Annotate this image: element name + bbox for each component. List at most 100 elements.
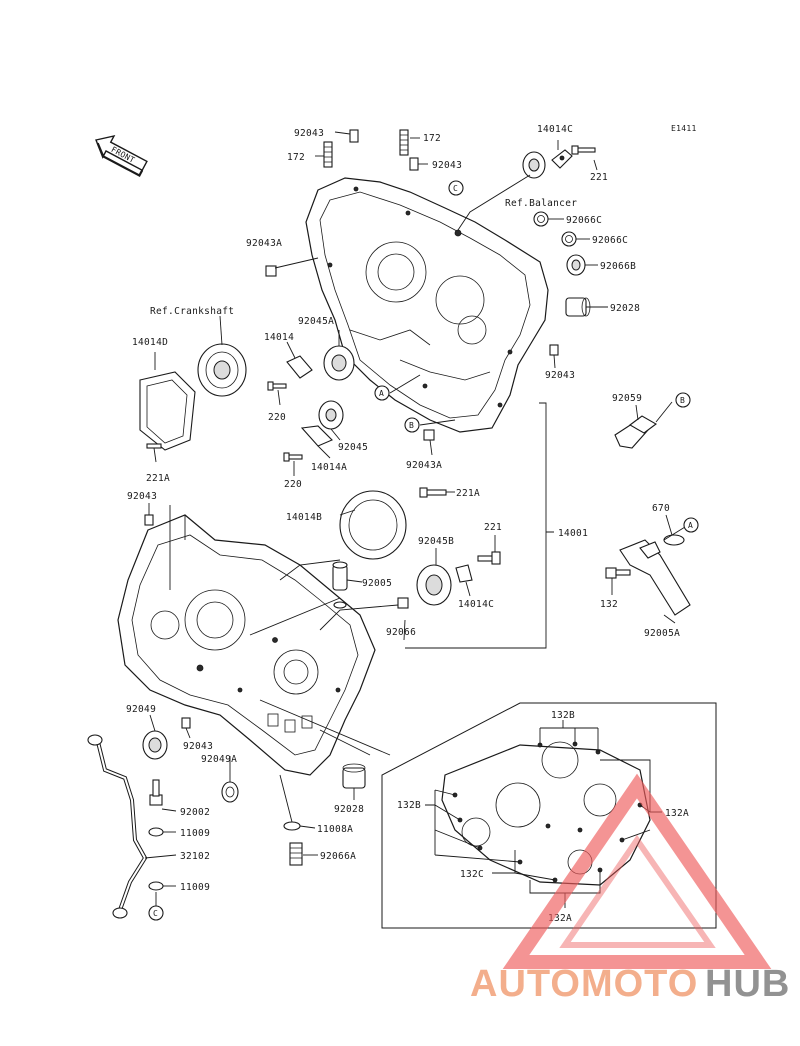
label-172-right: 172: [423, 133, 441, 144]
label-14014C-mid: 14014C: [458, 599, 494, 610]
label-92028-low: 92028: [334, 804, 364, 815]
label-92059: 92059: [612, 393, 642, 404]
dowel-92043A-left: [265, 265, 277, 277]
watermark-triangle-icon: [502, 773, 772, 969]
label-92049: 92049: [126, 704, 156, 715]
label-14014: 14014: [264, 332, 294, 343]
label-92066C-1: 92066C: [566, 215, 602, 226]
label-221-top: 221: [590, 172, 608, 183]
label-32102: 32102: [180, 851, 210, 862]
dowel-92043-leftcase: [144, 514, 154, 526]
label-14001: 14001: [558, 528, 588, 539]
cover-14014B: [339, 490, 407, 560]
label-92043-mid: 92043: [432, 160, 462, 171]
label-92043-low: 92043: [183, 741, 213, 752]
callout-a-case: A: [374, 385, 390, 401]
seal-92066B: [566, 254, 586, 276]
dowel-92043A-mid: [423, 429, 435, 441]
pipe-92005A: [619, 539, 691, 616]
bolt-221A-mid: [419, 487, 447, 498]
dowel-92043-top: [349, 129, 359, 143]
seal-92066C-1: [533, 211, 549, 227]
svg-text:A: A: [688, 521, 693, 530]
bolt-221-top: [571, 145, 596, 155]
label-132A-right: 132A: [665, 808, 689, 819]
label-92066B: 92066B: [600, 261, 636, 272]
bearing-92045A: [323, 345, 355, 381]
label-92005: 92005: [362, 578, 392, 589]
label-14014C-top: 14014C: [537, 124, 573, 135]
svg-text:C: C: [153, 909, 158, 918]
label-132C: 132C: [460, 869, 484, 880]
label-92066: 92066: [386, 627, 416, 638]
svg-text:A: A: [379, 389, 384, 398]
seal-92049: [142, 730, 168, 760]
dowel-92043-mid: [409, 157, 419, 171]
washer-11009-1: [148, 827, 164, 837]
label-132: 132: [600, 599, 618, 610]
label-92066A: 92066A: [320, 851, 356, 862]
label-92028-top: 92028: [610, 303, 640, 314]
plate-14014C-top: [551, 149, 573, 169]
label-172-left: 172: [287, 152, 305, 163]
ref-crankshaft: Ref.Crankshaft: [150, 306, 234, 317]
label-92066C-2: 92066C: [592, 235, 628, 246]
bearing-crankshaft: [197, 343, 247, 397]
upper-crankcase: [305, 177, 549, 433]
diagram-code: E1411: [671, 124, 697, 133]
label-132A-bottom: 132A: [548, 913, 572, 924]
bolt-221-mid: [477, 551, 501, 565]
label-670: 670: [652, 503, 670, 514]
label-14014A: 14014A: [311, 462, 347, 473]
stud-172-left: [323, 141, 333, 168]
pipe-92005: [332, 561, 348, 609]
label-11009-1: 11009: [180, 828, 210, 839]
callout-c-bottom: C: [148, 905, 164, 921]
bearing-92045B: [416, 564, 452, 606]
washer-11009-2: [148, 881, 164, 891]
breather-92059: [614, 415, 657, 449]
label-92043A-left: 92043A: [246, 238, 282, 249]
ref-balancer: Ref.Balancer: [505, 198, 577, 209]
label-92043-top: 92043: [294, 128, 324, 139]
stud-172-right: [399, 129, 409, 156]
label-14014B: 14014B: [286, 512, 322, 523]
label-92049A: 92049A: [201, 754, 237, 765]
watermark-logo: AUTOMOTO HUB: [470, 773, 790, 1005]
oil-pipe-32102: [87, 734, 148, 919]
seal-92066C-2: [561, 231, 577, 247]
label-92045B: 92045B: [418, 536, 454, 547]
seal-92049A: [221, 781, 239, 803]
callout-c-top: C: [448, 180, 464, 196]
label-221A-left: 221A: [146, 473, 170, 484]
bearing-balancer: [522, 151, 546, 179]
label-92045: 92045: [338, 442, 368, 453]
label-132B-top: 132B: [551, 710, 575, 721]
bolt-132: [605, 567, 631, 579]
lower-crankcase: [117, 514, 376, 776]
svg-text:B: B: [409, 421, 414, 430]
front-arrow-icon: FRONT: [95, 134, 148, 178]
bolt-220-2: [283, 452, 303, 462]
label-11008A: 11008A: [317, 824, 353, 835]
plate-14014C-mid: [455, 564, 473, 583]
svg-text:C: C: [453, 184, 458, 193]
dowel-92066: [397, 597, 409, 609]
svg-text:B: B: [680, 396, 685, 405]
oring-670: [663, 534, 685, 546]
label-11009-2: 11009: [180, 882, 210, 893]
label-220-1: 220: [268, 412, 286, 423]
label-220-2: 220: [284, 479, 302, 490]
callout-b-right: B: [675, 392, 691, 408]
label-14014D: 14014D: [132, 337, 168, 348]
bolt-221A-left: [146, 443, 162, 449]
dowel-92043-right: [549, 344, 559, 356]
leader-lines: [144, 131, 686, 907]
label-92043-right: 92043: [545, 370, 575, 381]
bolt-92002: [149, 779, 163, 806]
cover-14014D: [139, 371, 196, 451]
plate-14014A: [300, 425, 333, 447]
watermark-text-secondary: HUB: [705, 963, 790, 1005]
label-92043A-mid: 92043A: [406, 460, 442, 471]
